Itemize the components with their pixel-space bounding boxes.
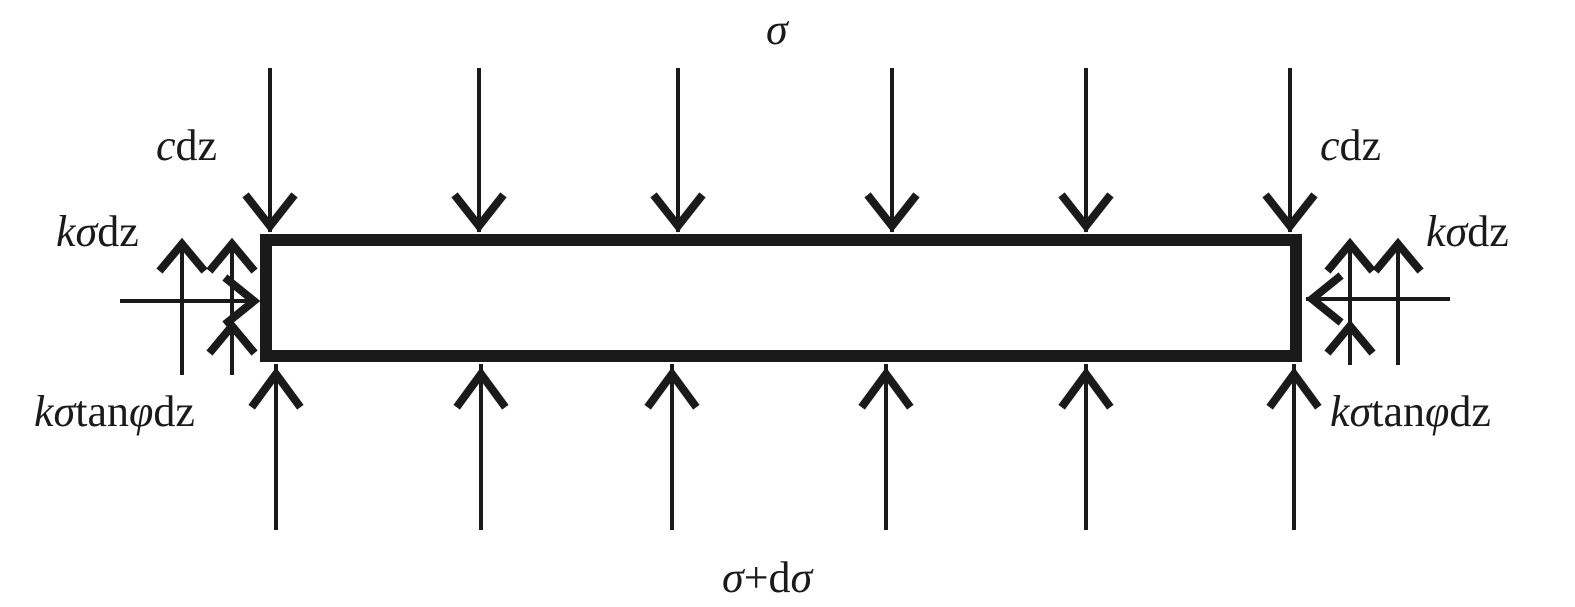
bottom-stress-label: σ+dσ	[722, 553, 815, 602]
left-cohesion-label: cdz	[156, 121, 217, 170]
bottom-arrow	[248, 364, 304, 530]
top-stress-label: σ	[766, 5, 790, 54]
left-friction-label: kσtanφdz	[34, 387, 195, 436]
left-side-forces	[120, 237, 261, 375]
top-arrow	[1058, 68, 1114, 233]
right-friction-label: kσtanφdz	[1330, 387, 1491, 436]
soil-element-box	[260, 234, 1302, 362]
top-arrow	[864, 68, 920, 233]
top-arrow	[650, 68, 706, 233]
left-lateral-label: kσdz	[56, 207, 139, 256]
bottom-arrow	[644, 364, 700, 530]
bottom-arrow	[453, 364, 509, 530]
top-arrow	[242, 68, 298, 233]
right-side-forces	[1305, 237, 1450, 365]
bottom-arrow	[858, 364, 914, 530]
right-lateral-label: kσdz	[1426, 207, 1509, 256]
bottom-stress-arrows	[248, 364, 1322, 530]
right-cohesion-label: cdz	[1320, 121, 1381, 170]
top-arrow	[1262, 68, 1318, 233]
top-stress-arrows	[242, 68, 1318, 233]
bottom-arrow	[1266, 364, 1322, 530]
top-arrow	[451, 68, 507, 233]
bottom-arrow	[1058, 364, 1114, 530]
